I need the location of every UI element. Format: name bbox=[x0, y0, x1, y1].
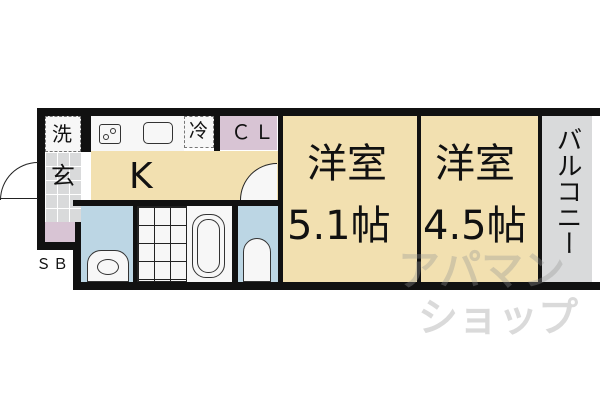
shoe-box-label: ＳＢ bbox=[36, 255, 71, 273]
shoe-box bbox=[45, 222, 75, 242]
western-room-1-label: 洋室 bbox=[307, 141, 387, 187]
toilet-room bbox=[238, 206, 278, 282]
entrance-label: 玄 bbox=[51, 162, 75, 190]
closet: ＣＬ bbox=[220, 116, 277, 150]
entrance: 玄 bbox=[45, 152, 81, 222]
kitchen-wall-left bbox=[81, 116, 91, 152]
watermark-line1: アパマン bbox=[398, 246, 566, 295]
balcony-label: バルコニー bbox=[552, 126, 582, 256]
fridge-space: 冷 bbox=[184, 116, 214, 148]
balcony: バルコニー bbox=[542, 116, 592, 282]
closet-wall bbox=[214, 116, 220, 154]
outer-wall-bottom bbox=[73, 282, 600, 290]
western-room-1: 洋室 5.1帖 bbox=[283, 116, 417, 282]
sink-icon bbox=[143, 122, 173, 144]
bathroom-floor bbox=[137, 206, 187, 282]
stove-icon bbox=[99, 124, 121, 144]
wet-area-top-wall bbox=[73, 200, 283, 206]
watermark-line2: ショップ bbox=[418, 295, 578, 341]
outer-wall-left-lower bbox=[37, 242, 77, 250]
room-divider-wall bbox=[417, 116, 421, 282]
kitchen-counter bbox=[91, 116, 184, 151]
bathtub bbox=[187, 206, 232, 282]
entrance-door-line bbox=[0, 198, 38, 199]
toilet-wall bbox=[232, 206, 238, 282]
fridge-label: 冷 bbox=[189, 120, 209, 142]
closet-label: ＣＬ bbox=[231, 120, 277, 144]
washer-label: 洗 bbox=[52, 122, 72, 146]
western-room-2: 洋室 4.5帖 bbox=[421, 116, 538, 282]
room1-wall-left bbox=[278, 108, 283, 290]
toilet-icon bbox=[243, 238, 271, 282]
washbasin-icon bbox=[87, 250, 129, 282]
bathtub-icon bbox=[192, 214, 225, 278]
outer-wall-top bbox=[37, 108, 600, 116]
bath-divider-wall bbox=[133, 206, 137, 282]
washroom bbox=[81, 206, 133, 282]
western-room-1-size: 5.1帖 bbox=[287, 203, 391, 249]
washer-space: 洗 bbox=[45, 116, 81, 152]
outer-wall-left bbox=[37, 108, 45, 250]
entrance-door-swing bbox=[0, 162, 38, 200]
western-room-2-size: 4.5帖 bbox=[423, 203, 527, 249]
western-room-2-label: 洋室 bbox=[435, 141, 515, 187]
outer-wall-left-bath bbox=[73, 200, 81, 290]
kitchen-label: K bbox=[129, 156, 153, 197]
balcony-wall bbox=[538, 116, 542, 282]
